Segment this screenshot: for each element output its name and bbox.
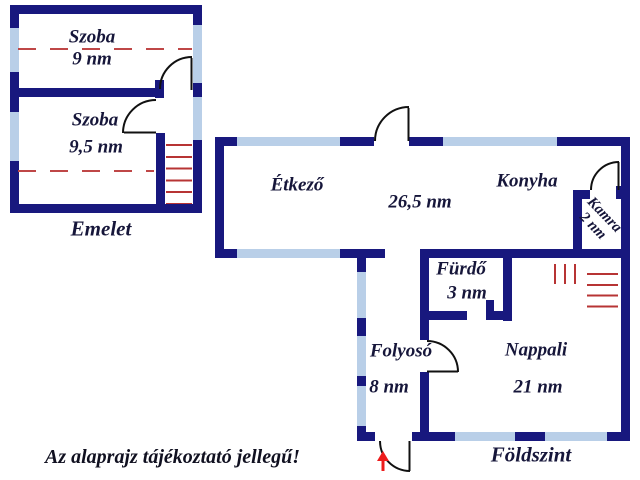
door-arc-entrance [379,440,411,472]
room-label-folyoso: Folyosó [369,340,433,362]
room-label-szoba1: Szoba [68,26,116,48]
floor-label-foldszint: Földszint [490,442,572,467]
door-arc-etkezo [374,106,410,142]
wall [10,88,160,97]
room-area-szoba1: 9 nm [72,48,112,70]
window [357,272,366,318]
door-arc-kamra [590,161,620,191]
room-label-nappali: Nappali [504,339,568,361]
room-label-szoba2: Szoba [71,109,119,131]
wall [573,190,582,258]
window [443,137,557,146]
window [545,432,607,441]
wall [156,133,165,213]
door-arc-szoba95 [122,99,157,134]
wall [215,137,630,146]
dashed-line [18,48,192,50]
wall [10,5,202,14]
room-area-nappali: 21 nm [513,376,563,398]
floor-label-emelet: Emelet [70,216,132,241]
wall [503,249,512,321]
wall [215,137,224,258]
room-area-furdo: 3 nm [447,282,487,304]
dashed-line [18,170,154,172]
window [10,112,19,161]
wall [10,204,202,213]
room-label-etkezo: Étkező [270,174,324,196]
window [10,28,19,72]
window [237,137,340,146]
room-label-konyha: Konyha [496,170,558,192]
window [237,249,340,258]
wall [420,311,467,320]
window [193,97,202,140]
window [193,25,202,83]
room-area-szoba2: 9,5 nm [69,136,123,158]
wall [155,80,164,98]
room-label-furdo: Fürdő [436,258,486,280]
wall [486,311,512,320]
window [455,432,515,441]
room-area-folyoso: 8 nm [369,376,409,398]
wall [486,300,494,311]
wall [420,249,429,340]
window [357,336,366,376]
wall [420,372,429,441]
entrance-opening [375,432,412,441]
radiator-marks-horizontal [587,273,618,308]
door-arc-szoba9 [159,56,193,90]
window [357,386,366,426]
door-opening [374,137,409,146]
wall [10,5,19,213]
stairs [166,144,192,204]
wall [616,186,621,199]
radiator-marks-vertical [554,264,576,284]
entrance-arrow-icon [377,451,389,471]
room-area-etkezo: 26,5 nm [388,191,452,213]
wall [621,137,630,441]
passage-opening [385,249,420,258]
wall [573,190,590,199]
disclaimer-text: Az alaprajz tájékoztató jellegű! [45,446,301,468]
